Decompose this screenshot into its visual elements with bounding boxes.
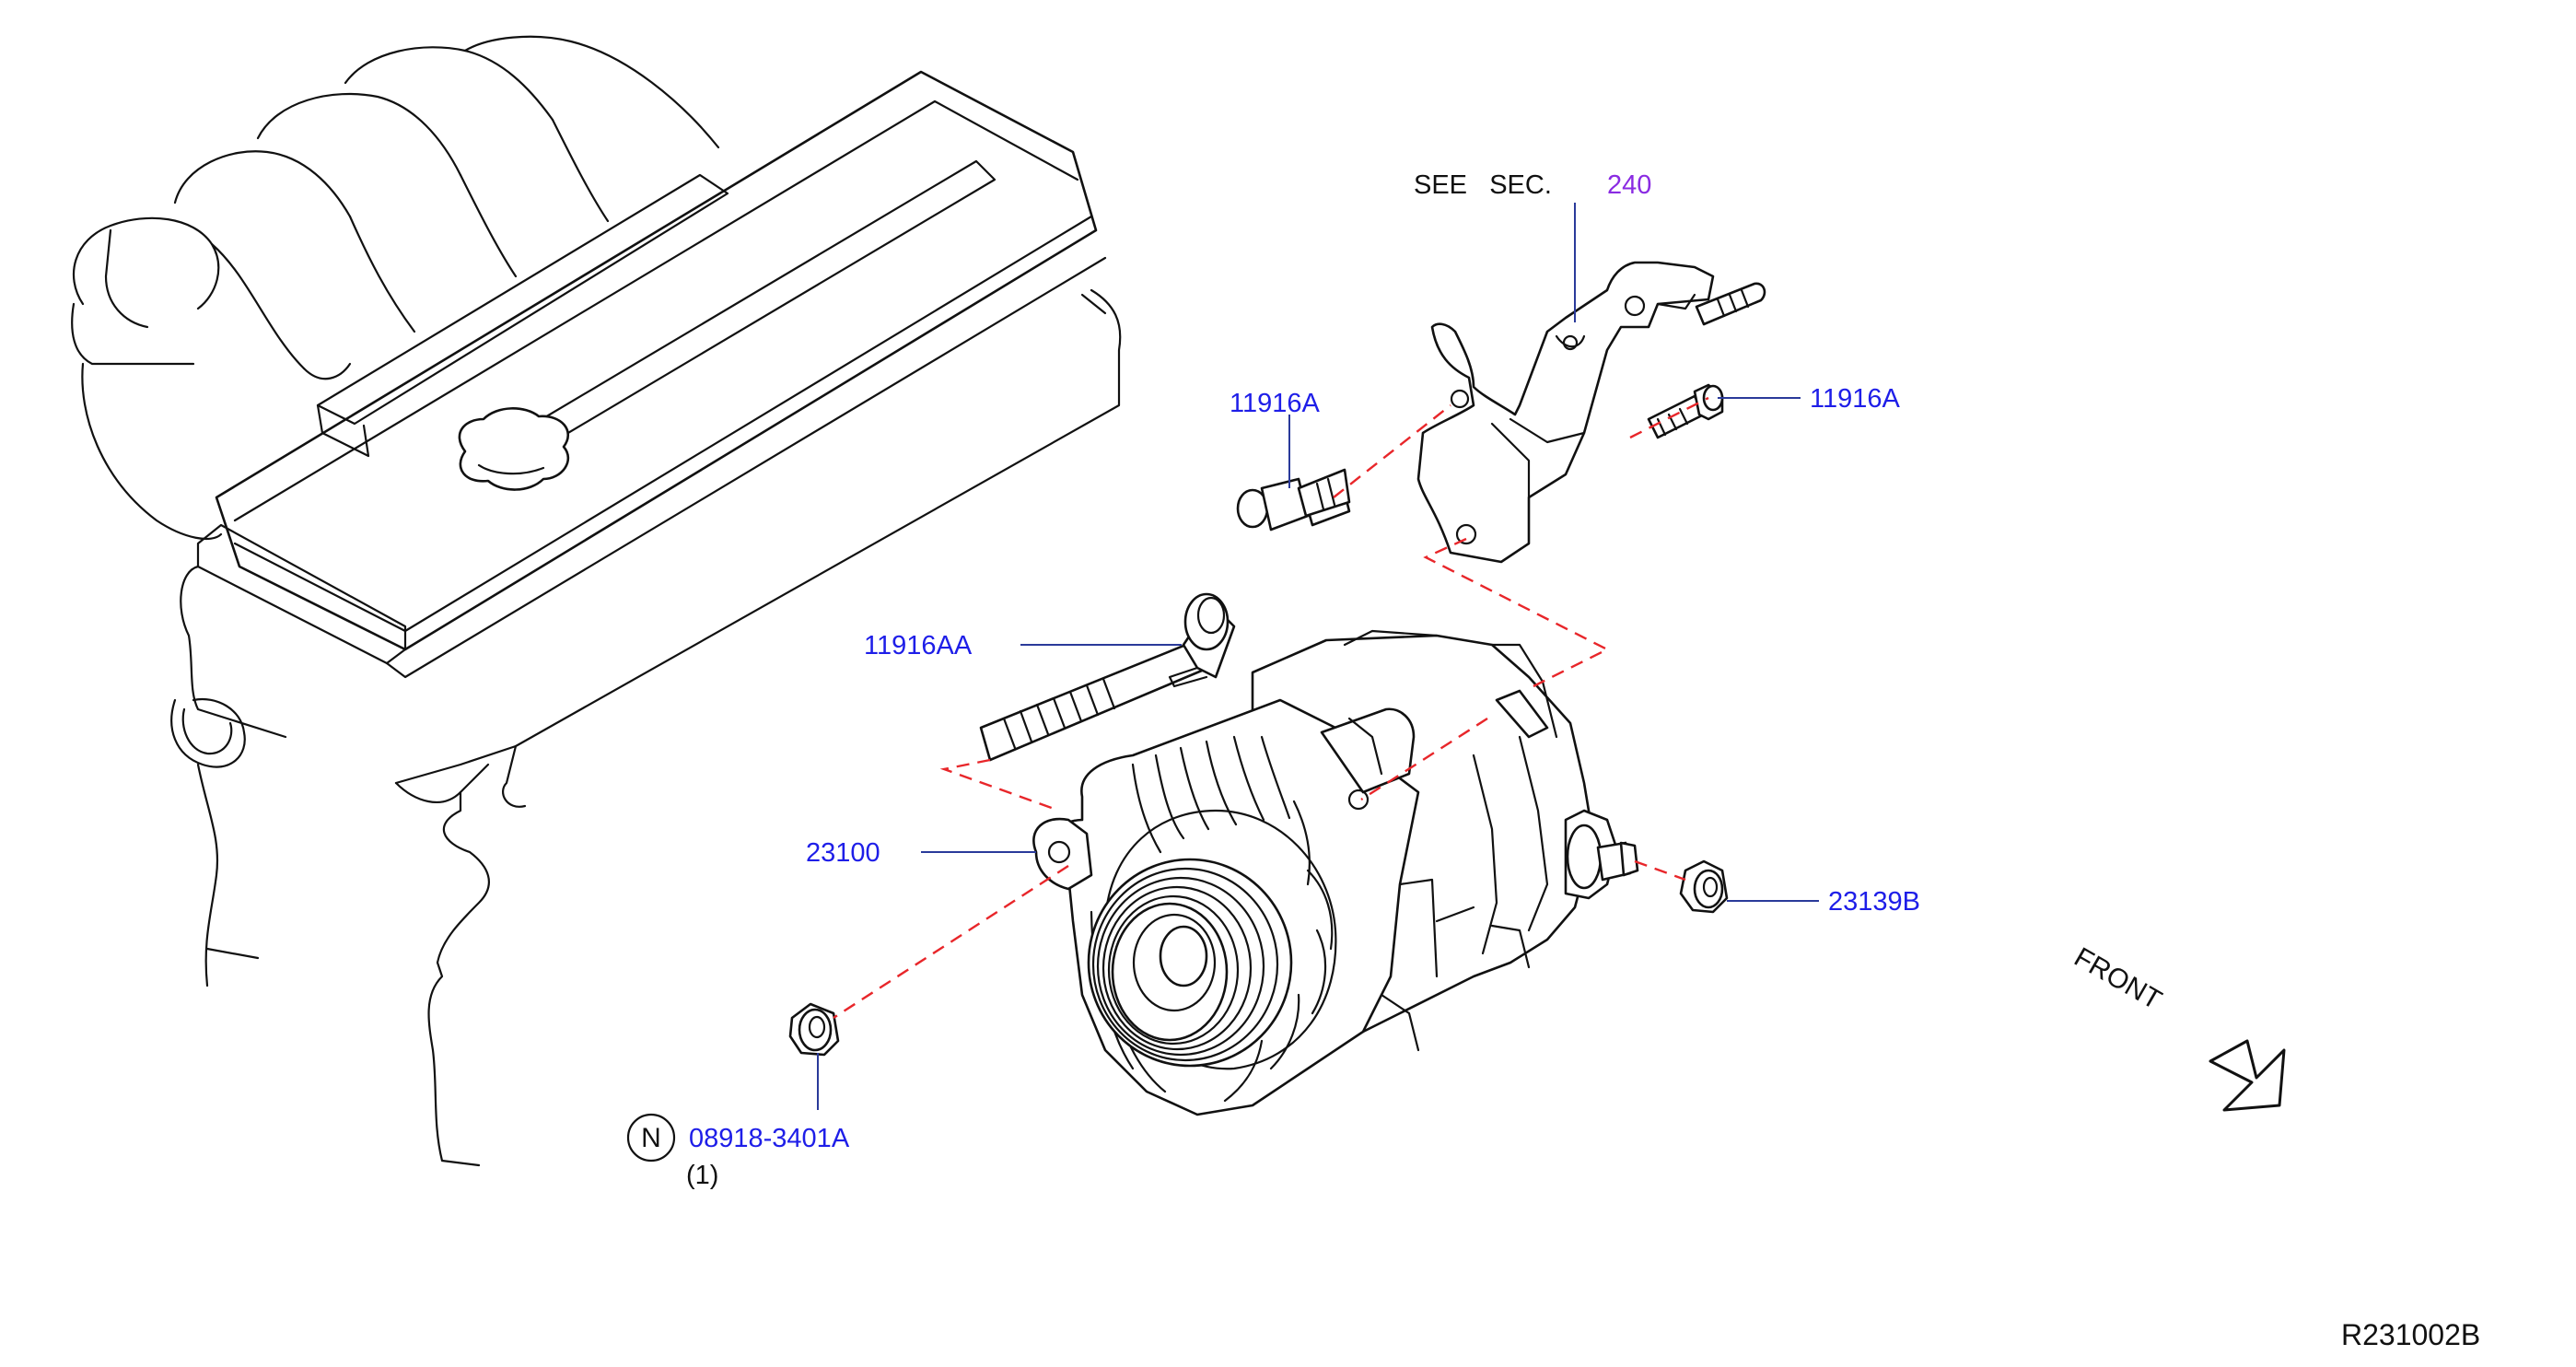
alternator-pulley xyxy=(1087,858,1293,1068)
engine-outline xyxy=(71,35,1122,1167)
front-label: FRONT xyxy=(2069,941,2167,1015)
alignment-lines xyxy=(833,396,1709,1020)
n-symbol-icon: N xyxy=(626,1113,676,1163)
alternator-23100 xyxy=(1032,629,1639,1116)
see-sec-prefix: SEE SEC. xyxy=(1414,170,1552,200)
diagram-id: R231002B xyxy=(2341,1318,2480,1351)
leader-lines xyxy=(817,203,1819,1110)
callout-bolt-right: 11916A xyxy=(1810,384,1900,414)
callout-bolt-left: 11916A xyxy=(1230,389,1320,418)
alternator-bracket xyxy=(1416,261,1766,564)
callout-nut-terminal: 23139B xyxy=(1828,887,1920,917)
n-symbol-letter: N xyxy=(641,1123,661,1153)
nut-08918-3401a xyxy=(788,1002,840,1057)
callout-nut-bottom: 08918-3401A xyxy=(689,1124,850,1153)
bolt-11916a-right xyxy=(1647,383,1724,439)
callout-alternator: 23100 xyxy=(806,838,880,868)
see-sec-number: 240 xyxy=(1607,170,1651,200)
front-arrow-icon xyxy=(2209,1039,2286,1112)
bolt-11916a-left xyxy=(1236,468,1351,532)
callout-nut-bottom-qty: (1) xyxy=(686,1161,718,1190)
bolt-11916aa-long xyxy=(979,592,1236,762)
nut-23139b xyxy=(1679,859,1729,914)
callout-long-bolt: 11916AA xyxy=(864,631,973,660)
